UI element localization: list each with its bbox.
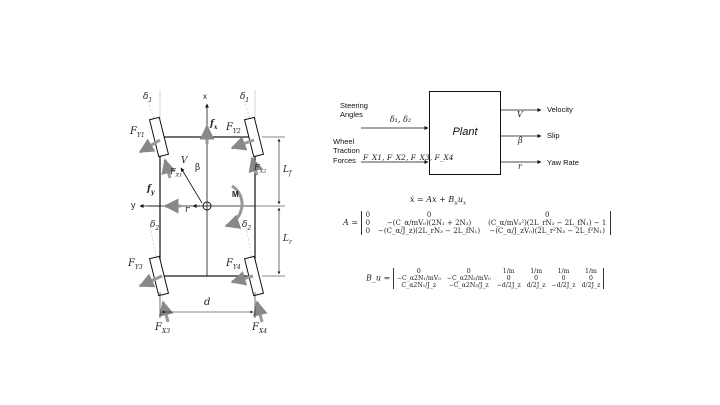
a-matrix-row: 0 0 0 [361, 211, 611, 219]
a-matrix-cell: 0 [365, 219, 371, 227]
state-equation: ẋ = Ax + Buux [410, 195, 467, 207]
plant-block: Plant [429, 91, 501, 175]
x-axis-label: x [203, 92, 207, 101]
fx1-label: FX1 [170, 167, 183, 179]
traction-forces-math: F_X1, F_X2, F_X3, F_X4 [363, 153, 454, 162]
fy2-label: FY2 [226, 122, 241, 135]
lf-label: Lf [283, 165, 292, 177]
fy3-label: FY3 [128, 258, 143, 271]
y-axis-label: y [131, 200, 136, 210]
a-matrix-row: 0 −(C_α/mV₀)(2N₁ + 2N₃) (C_α/mV₀²)(2L_rN₃ … [361, 219, 611, 227]
b-matrix-row: −C_α2N₁/mV₀ −C_α2N₃/mV₀ 0 0 0 0 [393, 275, 604, 282]
delta2-left-label: δ2 [150, 220, 160, 232]
yaw-rate-label: r [185, 205, 190, 215]
lr-label: Lr [283, 234, 292, 246]
a-matrix-cell: 0 [426, 211, 432, 219]
force-arrow-fy4 [230, 271, 254, 286]
output-yaw-rate-label: Yaw Rate [547, 158, 579, 167]
b-matrix-cell: 0 [534, 275, 539, 282]
output-slip-label: Slip [547, 131, 560, 140]
output-yaw-rate-symbol: r [518, 162, 522, 171]
steering-angles-label: Steering Angles [340, 101, 368, 120]
b-matrix-row: C_α2N₁/J_z −C_α2N₃/J_z −d/2J_z d/2J_z −d/2J_… [393, 282, 604, 289]
a-matrix-cell: −(C_α/J_zV₀)(2L_r²N₃ − 2L_f²N₁) [489, 227, 605, 235]
a-matrix-row: 0 −(C_α/J_z)(2L_rN₃ − 2L_fN₁) −(C_α/J_zV₀)… [361, 227, 611, 235]
b-matrix-cell: 0 [589, 275, 593, 282]
b-matrix-cell: d/2J_z [526, 282, 546, 289]
force-arrow-fx4 [252, 300, 268, 323]
moment-label: M [232, 190, 239, 199]
b-matrix-cell: d/2J_z [581, 282, 601, 289]
velocity-arrow [180, 167, 203, 204]
b-matrix-cell: −C_α2N₁/mV₀ [396, 275, 441, 282]
wheel-front-left [148, 116, 170, 158]
fx4-label: FX4 [252, 322, 268, 335]
plant-title: Plant [452, 126, 478, 138]
b-matrix-cell: −C_α2N₃/J_z [448, 282, 489, 289]
force-arrow-fx1 [161, 158, 176, 179]
wheel-front-right [243, 116, 265, 158]
a-matrix-cell: 0 [365, 227, 371, 235]
b-matrix-cell: −C_α2N₃/mV₀ [446, 275, 491, 282]
a-matrix-label: A = [343, 218, 359, 227]
track-label: d [204, 297, 211, 308]
delta1-right-label: δ1 [240, 92, 250, 104]
a-matrix-cell: 0 [365, 211, 371, 219]
force-arrow-fy1 [138, 138, 161, 154]
b-matrix-cell: 0 [561, 275, 566, 282]
force-arrow-fx2 [248, 156, 264, 176]
b-matrix-cell: 0 [506, 275, 511, 282]
b-matrix-cell: 1/m [557, 268, 570, 275]
b-matrix-cell: 1/m [502, 268, 515, 275]
velocity-label: V [181, 156, 188, 166]
b-matrix-cell: −d/2J_z [496, 282, 521, 289]
a-matrix-cell: 0 [544, 211, 550, 219]
fx-body-label: fx [210, 119, 218, 131]
fy1-label: FY1 [130, 126, 145, 139]
a-matrix-cell: −(C_α/mV₀)(2N₁ + 2N₃) [386, 219, 472, 227]
b-matrix-cell: 0 [416, 268, 421, 275]
moment-arc-arrow [224, 184, 244, 229]
wheel-traction-forces-label: Wheel Traction Forces [333, 137, 360, 165]
delta1-left-label: δ1 [143, 92, 153, 104]
output-slip-symbol: β [518, 136, 523, 145]
b-matrix-cell: C_α2N₁/J_z [401, 282, 437, 289]
b-matrix-cell: −d/2J_z [551, 282, 576, 289]
a-matrix-cell: (C_α/mV₀²)(2L_rN₃ − 2L_fN₁) − 1 [488, 219, 607, 227]
fx3-label: FX3 [155, 322, 171, 335]
b-matrix-cell: 0 [466, 268, 471, 275]
force-arrow-fy2 [230, 136, 255, 151]
output-velocity-symbol: V [517, 110, 523, 119]
b-matrix-cell: 1/m [530, 268, 543, 275]
delta2-right-label: δ2 [242, 220, 252, 232]
output-velocity-label: Velocity [547, 105, 573, 114]
beta-label: β [195, 163, 201, 173]
force-arrow-fy3 [138, 273, 163, 288]
fy-body-label: fy [147, 184, 155, 196]
fy4-label: FY4 [226, 258, 241, 271]
fx2-label: FX2 [254, 163, 267, 175]
a-matrix-cell: −(C_α/J_z)(2L_rN₃ − 2L_fN₁) [378, 227, 481, 235]
b-matrix-row: 0 0 1/m 1/m 1/m 1/m [393, 268, 604, 275]
steering-angles-math: δ₁, δ₂ [390, 115, 412, 124]
b-matrix-label: B_u = [366, 273, 391, 283]
b-matrix-cell: 1/m [585, 268, 597, 275]
